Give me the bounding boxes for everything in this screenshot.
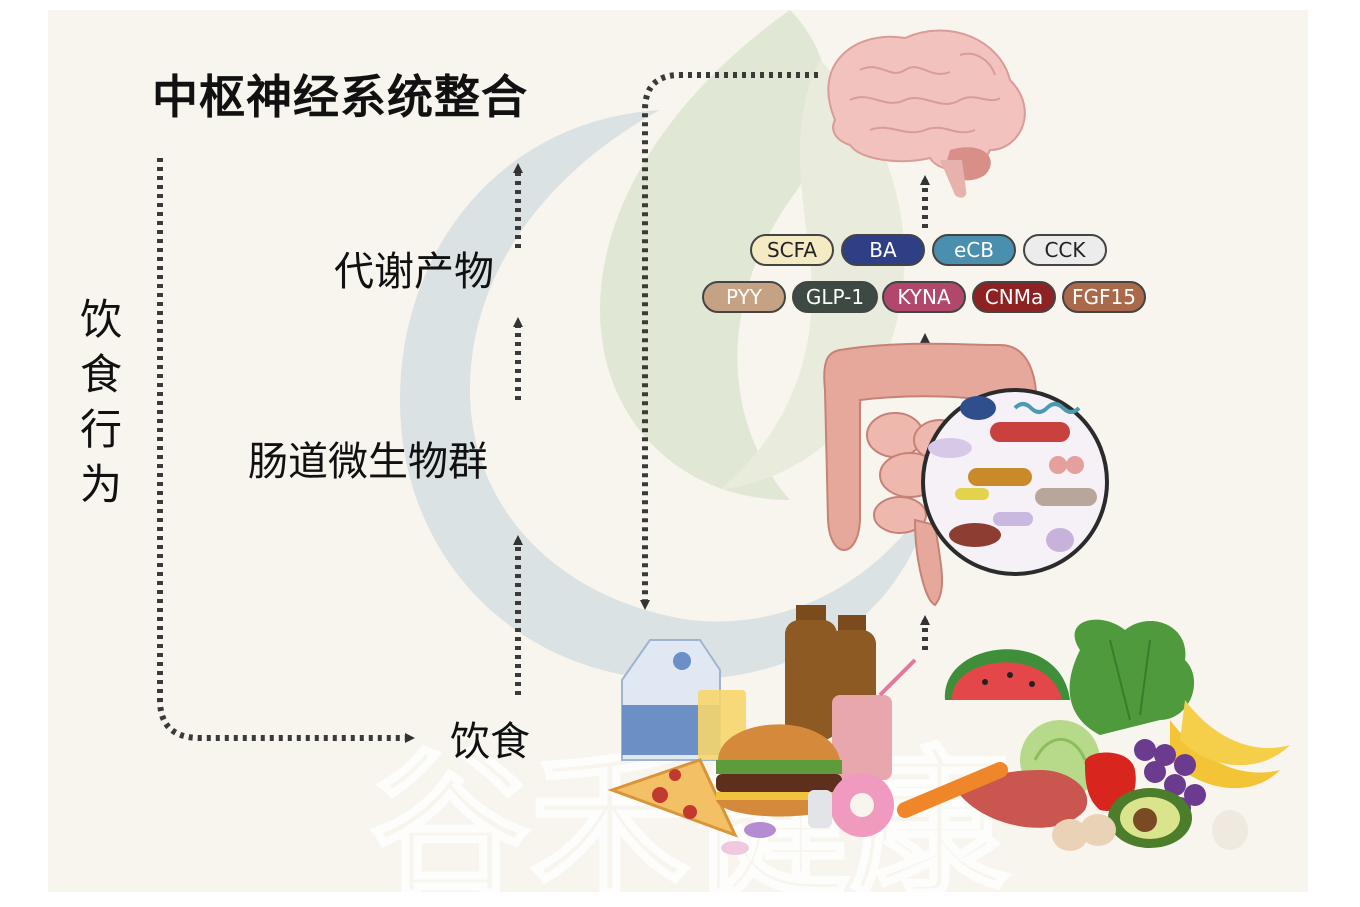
metabolites-label: 代谢产物 (334, 249, 494, 295)
microbiota-label: 肠道微生物群 (248, 439, 488, 485)
eating-behavior-loop-arrow (157, 158, 415, 743)
signal-pill-cck: CCK (1023, 234, 1107, 266)
eating-behavior-label: 饮食行为 (79, 295, 122, 509)
signal-pill-ecb: eCB (932, 234, 1016, 266)
cns-integration-title: 中枢神经系统整合 (152, 70, 528, 124)
diet-label: 饮食 (450, 719, 530, 765)
signal-pill-pyy: PYY (702, 281, 786, 313)
signal-pill-ba: BA (841, 234, 925, 266)
signal-pill-kyna: KYNA (882, 281, 966, 313)
brain-to-food-arrow (640, 72, 818, 610)
signal-pill-cnma: CNMa (972, 281, 1056, 313)
signal-pill-fgf15: FGF15 (1062, 281, 1146, 313)
signal-pill-glp-1: GLP-1 (792, 281, 878, 313)
signal-pill-scfa: SCFA (750, 234, 834, 266)
